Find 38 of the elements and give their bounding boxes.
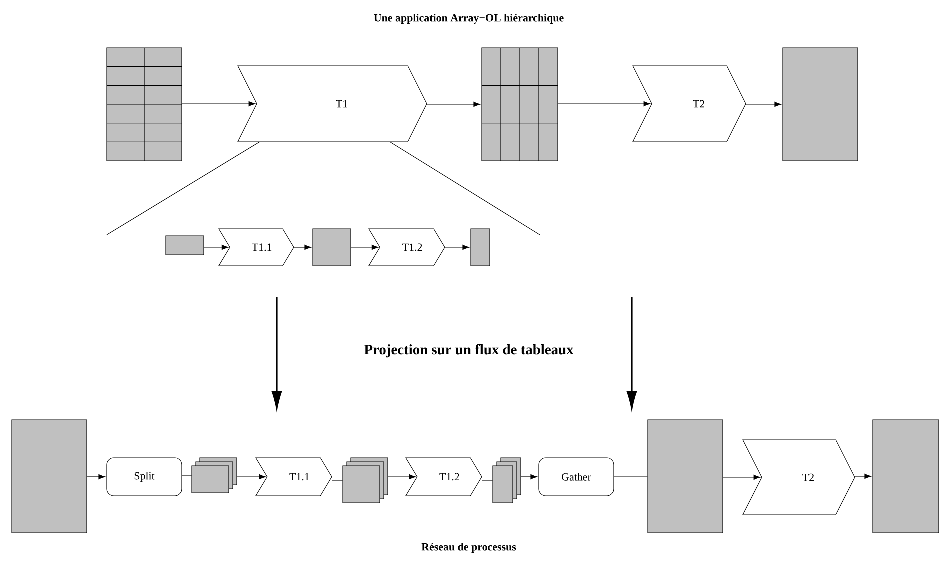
task-box: T2 xyxy=(742,440,856,516)
array-box xyxy=(312,228,352,266)
array-box xyxy=(470,228,490,266)
arrow xyxy=(294,244,312,250)
arrow xyxy=(723,474,761,480)
task-box: T1.1 xyxy=(255,458,332,496)
task-box: T1.2 xyxy=(368,228,446,266)
task-box: T2 xyxy=(632,66,746,142)
arrow xyxy=(444,244,470,250)
task-box: T1.2 xyxy=(405,458,482,496)
arrow xyxy=(351,244,379,250)
arrow xyxy=(558,101,651,107)
array-grid xyxy=(106,48,182,162)
arrow xyxy=(426,102,481,108)
task-box: T1 xyxy=(238,66,428,142)
array-grid xyxy=(482,48,558,162)
section-heading: Projection sur un flux de tableaux xyxy=(364,344,574,358)
array-box xyxy=(648,420,724,534)
arrow xyxy=(182,101,256,107)
process-box: Split xyxy=(106,458,182,496)
array-box xyxy=(166,236,204,256)
array-box xyxy=(872,420,939,534)
title: Une application Array−OL hiérarchique xyxy=(374,14,564,24)
arrow xyxy=(854,474,872,480)
arrow xyxy=(236,474,266,480)
array-stack xyxy=(342,458,388,504)
arrow xyxy=(204,244,229,250)
caption: Réseau de processus xyxy=(422,543,516,553)
task-box: T1.1 xyxy=(218,228,294,266)
arrow xyxy=(746,102,782,108)
process-box: Gather xyxy=(538,458,614,496)
array-stack xyxy=(492,458,522,504)
arrow xyxy=(388,474,416,480)
arrow xyxy=(87,474,106,480)
array-stack xyxy=(192,458,238,494)
arrow xyxy=(520,474,538,480)
array-box xyxy=(12,420,88,534)
array-box xyxy=(782,48,858,162)
